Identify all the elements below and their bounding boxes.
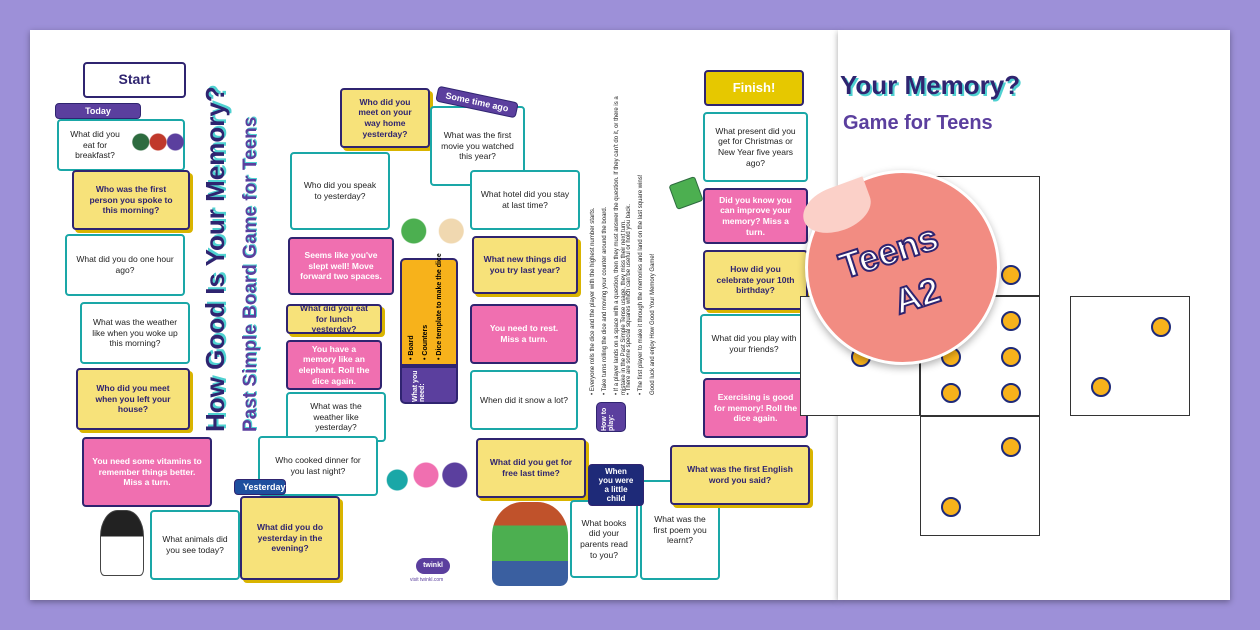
dice-sheet-title: Your Memory? — [840, 70, 1021, 100]
label-today: Today — [55, 103, 141, 119]
board-square: Who was the first person you spoke to th… — [72, 170, 190, 230]
need-item: • Board — [408, 335, 415, 360]
what-you-need-heading: What you need: — [412, 370, 426, 403]
dice-pip — [1001, 265, 1021, 286]
finish-box: Finish! — [704, 70, 804, 106]
board-subtitle: Past Simple Board Game for Teens — [240, 116, 261, 432]
dice-pip — [1001, 311, 1021, 331]
how-to-play-item: • The first player to make it through th… — [638, 174, 644, 395]
board-square: What did you get for free last time? — [476, 438, 586, 498]
label-yesterday: Yesterday — [234, 479, 286, 495]
board-square: You need to rest. Miss a turn. — [470, 304, 578, 364]
how-to-play-badge: How to play: — [596, 402, 626, 432]
dog-illustration — [100, 510, 144, 576]
badge-line-2: A2 — [888, 268, 946, 323]
board-square: What new things did you try last year? — [472, 236, 578, 294]
board-square: What books did your parents read to you? — [570, 500, 638, 578]
dice-face — [1070, 296, 1190, 416]
people-talking-illustration — [395, 205, 470, 257]
dice-pip — [941, 383, 961, 403]
board-square: Who did you meet when you left your hous… — [76, 368, 190, 430]
dice-sheet-subtitle: Game for Teens — [843, 112, 993, 134]
board-square: What did you eat for lunch yesterday? — [286, 303, 382, 334]
dice-pip — [1001, 347, 1021, 367]
dice-pip — [1001, 437, 1021, 457]
board-square: What animals did you see today? — [150, 510, 240, 580]
board-square: Who did you speak to yesterday? — [290, 152, 390, 230]
friends-eating-illustration — [130, 126, 184, 166]
family-dinner-illustration — [378, 455, 474, 505]
board-title: How Good Is Your Memory? — [200, 86, 230, 432]
twinkl-logo: twinkl — [416, 558, 450, 574]
how-to-play-item: • Everyone rolls the dice and the player… — [590, 207, 596, 395]
how-to-play-item: Good luck and enjoy How Good Your Memory… — [650, 253, 656, 395]
board-square: What was the weather like when you woke … — [80, 302, 190, 364]
board-square: Exercising is good for memory! Roll the … — [703, 378, 808, 438]
start-box: Start — [83, 62, 186, 98]
what-you-need-heading-box: What you need: — [400, 366, 458, 404]
board-square: How did you celebrate your 10th birthday… — [703, 250, 808, 310]
board-square: What did you play with your friends? — [700, 314, 808, 374]
dice-pip — [941, 497, 961, 517]
dice-pip — [1091, 377, 1111, 397]
label-little-child: When you were a little child — [588, 464, 644, 506]
board-square: What present did you get for Christmas o… — [703, 112, 808, 182]
board-square: What did you do yesterday in the evening… — [240, 496, 340, 580]
board-square: Seems like you've slept well! Move forwa… — [288, 237, 394, 295]
how-to-play-item: • Take turns rolling the dice and moving… — [602, 206, 608, 395]
board-square: You need some vitamins to remember thing… — [82, 437, 212, 507]
dice-pip — [1001, 383, 1021, 403]
need-item: • Dice template to make the dice — [436, 253, 443, 360]
dice-face — [920, 416, 1040, 536]
board-square: What was the weather like yesterday? — [286, 392, 386, 442]
how-to-play-heading: How to play: — [601, 407, 615, 431]
dice-pip — [1151, 317, 1171, 337]
what-you-need-box: • Board • Counters • Dice template to ma… — [400, 253, 458, 366]
board-square: Did you know you can improve your memory… — [703, 188, 808, 244]
board-square: Who did you meet on your way home yester… — [340, 88, 430, 148]
board-square: What was the first English word you said… — [670, 445, 810, 505]
how-to-play-item: • There are some special squares which c… — [626, 203, 632, 395]
twinkl-url: visit twinkl.com — [410, 577, 444, 583]
boy-reading-illustration — [492, 502, 568, 586]
board-square: What hotel did you stay at last time? — [470, 170, 580, 230]
board-square: What did you do one hour ago? — [65, 234, 185, 296]
need-item: • Counters — [422, 324, 429, 360]
level-badge: Teens A2 — [796, 170, 1000, 365]
board-square: You have a memory like an elephant. Roll… — [286, 340, 382, 390]
board-square: When did it snow a lot? — [470, 370, 578, 430]
